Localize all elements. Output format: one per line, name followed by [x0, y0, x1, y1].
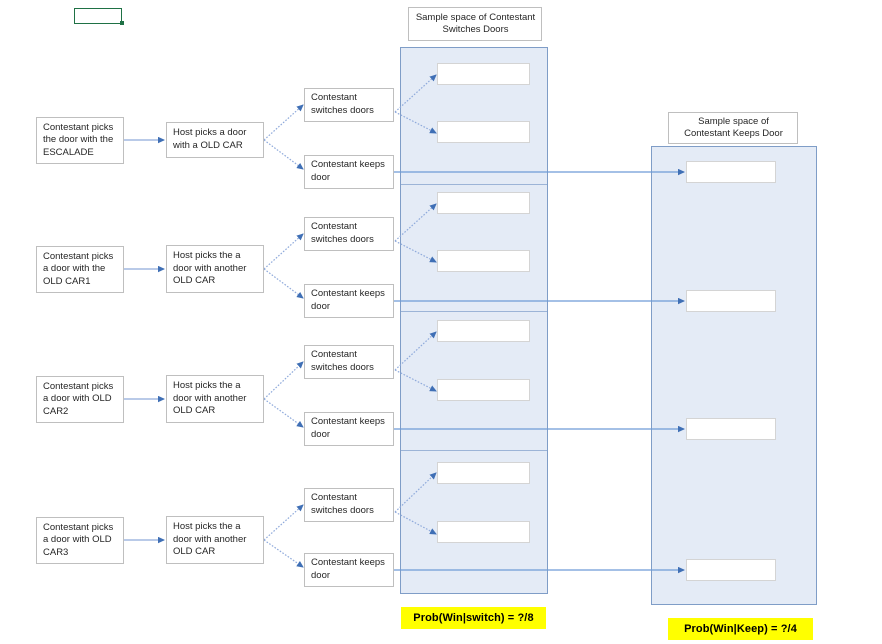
- switch-outcome-slot-1b[interactable]: [437, 121, 530, 143]
- keep-outcome-slot-3[interactable]: [686, 418, 776, 440]
- switch-outcome-slot-3b[interactable]: [437, 379, 530, 401]
- keep-outcome-slot-2[interactable]: [686, 290, 776, 312]
- green-empty-box[interactable]: [74, 8, 122, 24]
- contestant-switch-box-4[interactable]: Contestant switches doors: [304, 488, 394, 522]
- keep-panel-header: Sample space of Contestant Keeps Door: [668, 112, 798, 144]
- contestant-pick-box-2[interactable]: Contestant picks a door with the OLD CAR…: [36, 246, 124, 293]
- switch-panel-divider-1: [401, 184, 547, 185]
- contestant-keep-box-4[interactable]: Contestant keeps door: [304, 553, 394, 587]
- host-pick-box-2[interactable]: Host picks the a door with another OLD C…: [166, 245, 264, 293]
- keep-outcome-slot-4[interactable]: [686, 559, 776, 581]
- host-pick-box-1[interactable]: Host picks a door with a OLD CAR: [166, 122, 264, 158]
- contestant-keep-box-3[interactable]: Contestant keeps door: [304, 412, 394, 446]
- contestant-switch-box-2[interactable]: Contestant switches doors: [304, 217, 394, 251]
- switch-outcome-slot-2b[interactable]: [437, 250, 530, 272]
- switch-panel-divider-2: [401, 311, 547, 312]
- switch-panel-divider-3: [401, 450, 547, 451]
- green-box-anchor-dot: [120, 21, 124, 25]
- contestant-pick-box-4[interactable]: Contestant picks a door with OLD CAR3: [36, 517, 124, 564]
- switch-outcome-slot-4a[interactable]: [437, 462, 530, 484]
- contestant-keep-box-1[interactable]: Contestant keeps door: [304, 155, 394, 189]
- switch-outcome-slot-2a[interactable]: [437, 192, 530, 214]
- prob-win-keep-label: Prob(Win|Keep) = ?/4: [668, 618, 813, 640]
- contestant-pick-box-3[interactable]: Contestant picks a door with OLD CAR2: [36, 376, 124, 423]
- switch-outcome-slot-1a[interactable]: [437, 63, 530, 85]
- contestant-switch-box-1[interactable]: Contestant switches doors: [304, 88, 394, 122]
- host-pick-box-4[interactable]: Host picks the a door with another OLD C…: [166, 516, 264, 564]
- prob-win-switch-label: Prob(Win|switch) = ?/8: [401, 607, 546, 629]
- keep-sample-space-panel: [651, 146, 817, 605]
- contestant-switch-box-3[interactable]: Contestant switches doors: [304, 345, 394, 379]
- contestant-keep-box-2[interactable]: Contestant keeps door: [304, 284, 394, 318]
- contestant-pick-box-1[interactable]: Contestant picks the door with the ESCAL…: [36, 117, 124, 164]
- switch-panel-header: Sample space of Contestant Switches Door…: [408, 7, 542, 41]
- host-pick-box-3[interactable]: Host picks the a door with another OLD C…: [166, 375, 264, 423]
- switch-outcome-slot-3a[interactable]: [437, 320, 530, 342]
- switch-outcome-slot-4b[interactable]: [437, 521, 530, 543]
- keep-outcome-slot-1[interactable]: [686, 161, 776, 183]
